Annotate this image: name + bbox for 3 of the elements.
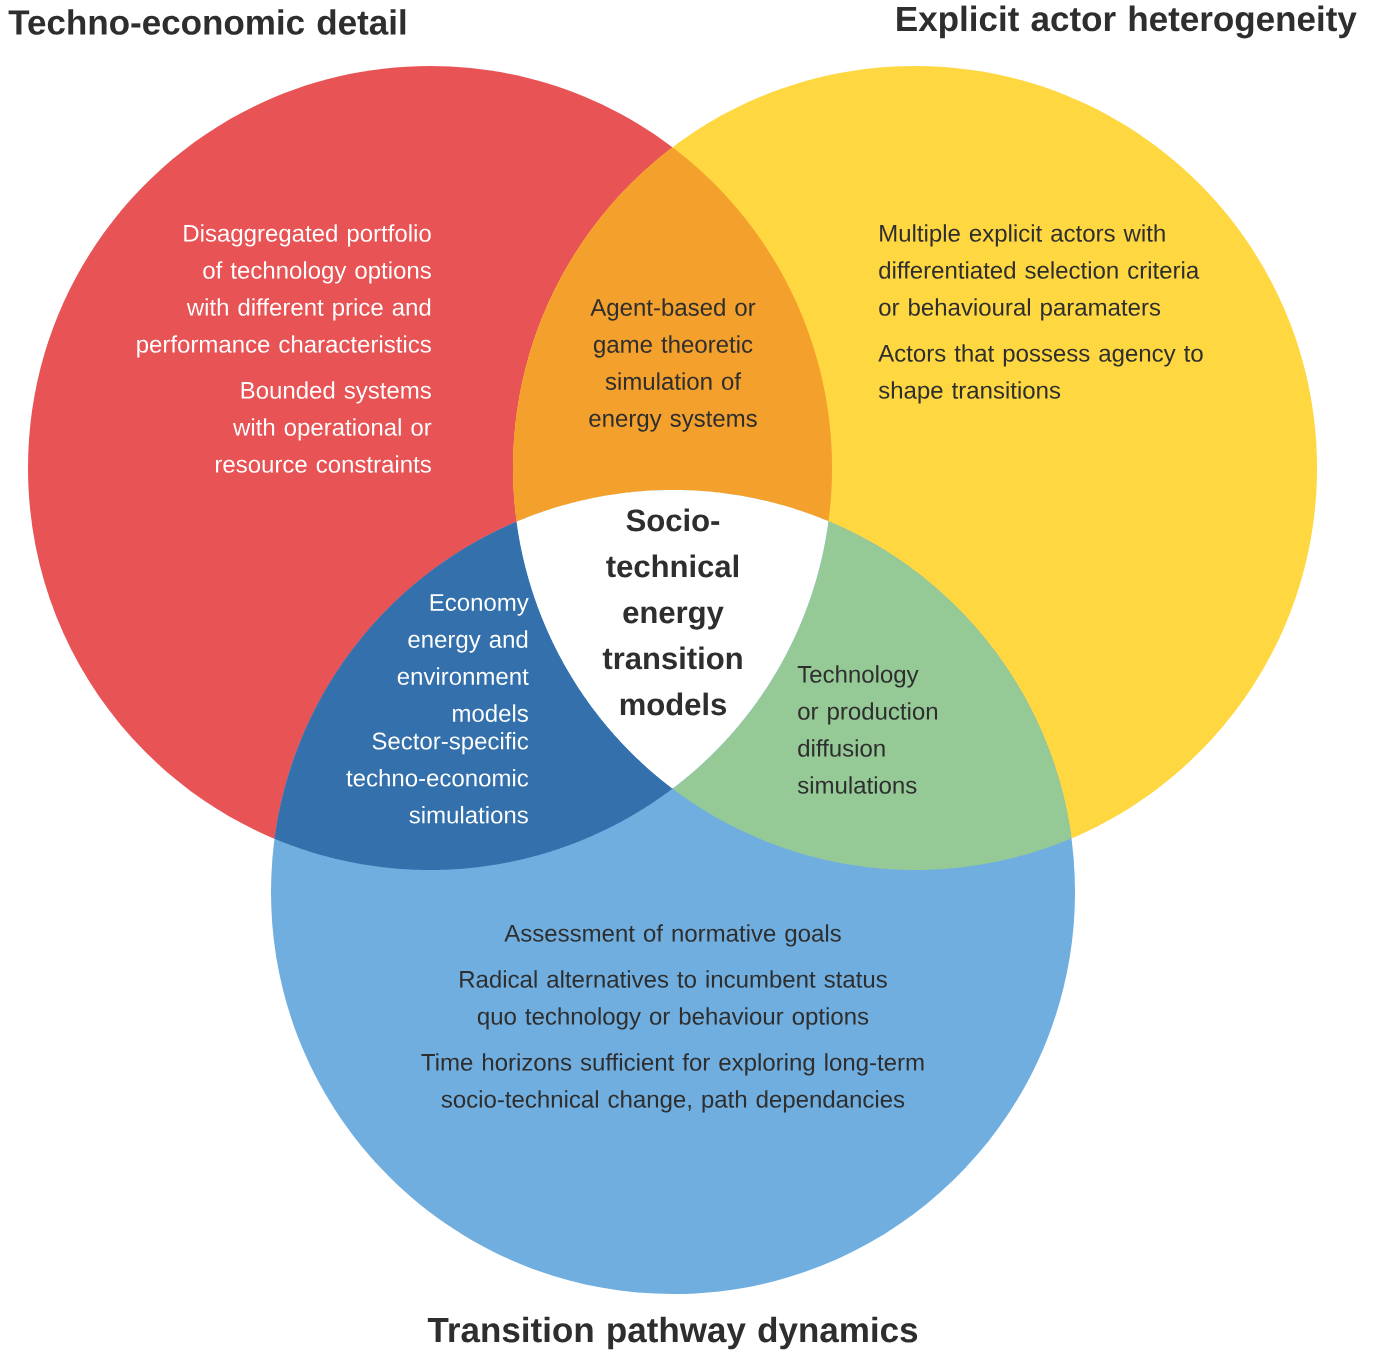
node-label: Explicit actor heterogeneity bbox=[897, 5, 1357, 39]
node-label: Transition pathway dynamics bbox=[427, 1316, 918, 1350]
node-label: Techno-economic detail bbox=[8, 9, 406, 35]
